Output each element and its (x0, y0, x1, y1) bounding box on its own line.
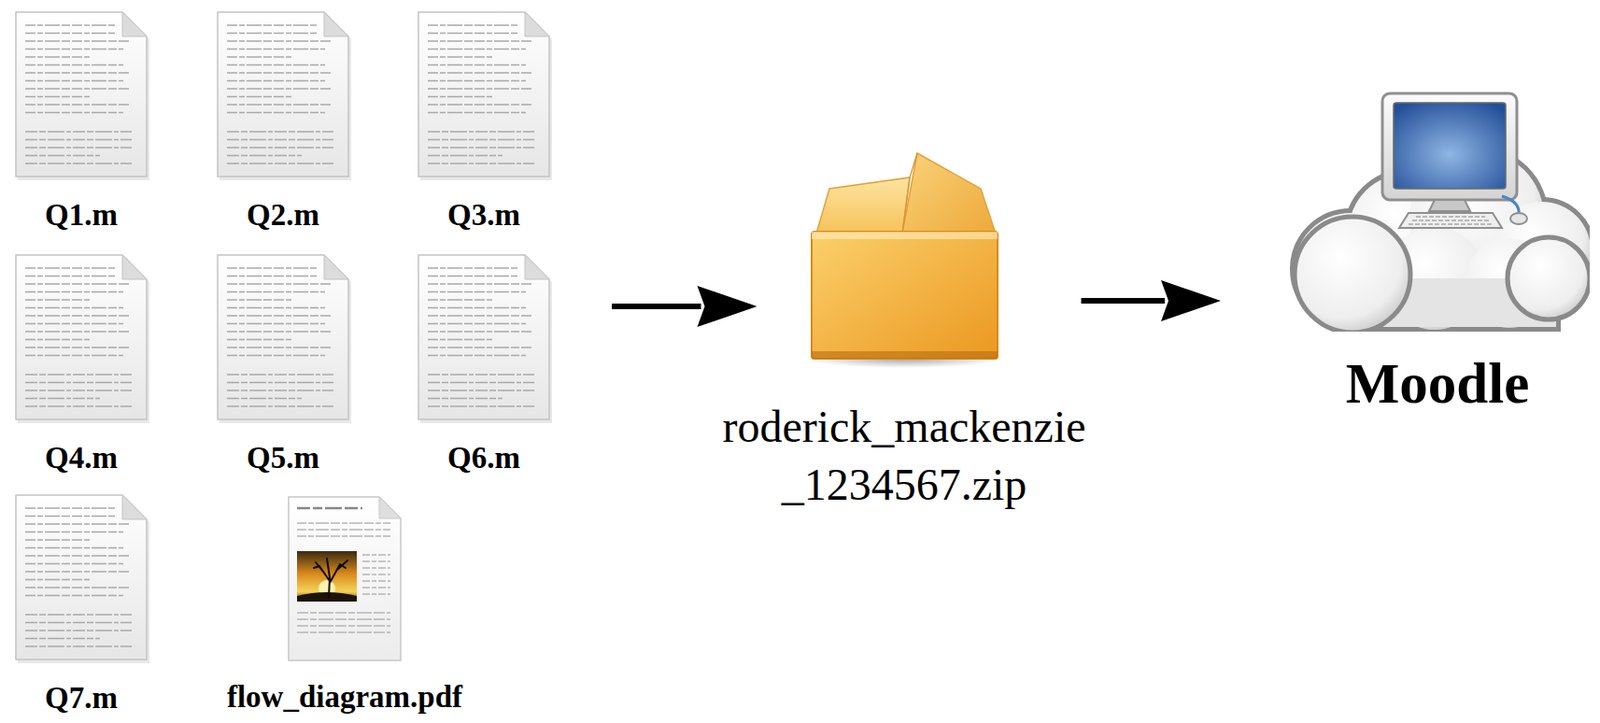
file-node: Q2.m (189, 10, 377, 232)
file-name: Q5.m (189, 440, 377, 475)
file-node: Q4.m (0, 253, 175, 475)
file-node: flow_diagram.pdf (190, 495, 499, 714)
file-node: Q5.m (189, 253, 377, 475)
pdf-icon (285, 495, 404, 664)
file-name: Q7.m (0, 680, 175, 715)
document-icon (414, 10, 553, 182)
arrow-head (1161, 280, 1221, 322)
file-node: Q1.m (0, 10, 175, 232)
document-icon (12, 493, 151, 665)
document-icon (414, 253, 553, 425)
document-icon (213, 10, 353, 182)
file-name: flow_diagram.pdf (190, 679, 499, 714)
file-name: Q6.m (390, 440, 578, 475)
arrow-shaft (611, 303, 702, 310)
archive-name: roderick_mackenzie _1234567.zip (679, 397, 1129, 515)
box-icon (808, 151, 1001, 369)
file-name: Q1.m (0, 198, 175, 232)
document-icon (213, 253, 353, 425)
flow-arrow (611, 285, 758, 327)
arrow-head (697, 285, 758, 327)
file-node: Q7.m (0, 493, 175, 715)
server-node: Moodle (1278, 91, 1597, 415)
archive-node: roderick_mackenzie _1234567.zip (679, 151, 1129, 515)
document-icon (12, 10, 151, 182)
file-node: Q6.m (390, 253, 578, 475)
flow-arrow (1081, 280, 1222, 322)
file-name: Q2.m (189, 198, 377, 232)
file-name: Q3.m (390, 198, 578, 232)
server-name: Moodle (1278, 352, 1597, 415)
arrow-shaft (1081, 297, 1166, 304)
document-icon (12, 253, 151, 425)
cloud-computer-icon (1285, 91, 1590, 332)
file-node: Q3.m (390, 10, 578, 232)
file-name: Q4.m (0, 440, 175, 475)
